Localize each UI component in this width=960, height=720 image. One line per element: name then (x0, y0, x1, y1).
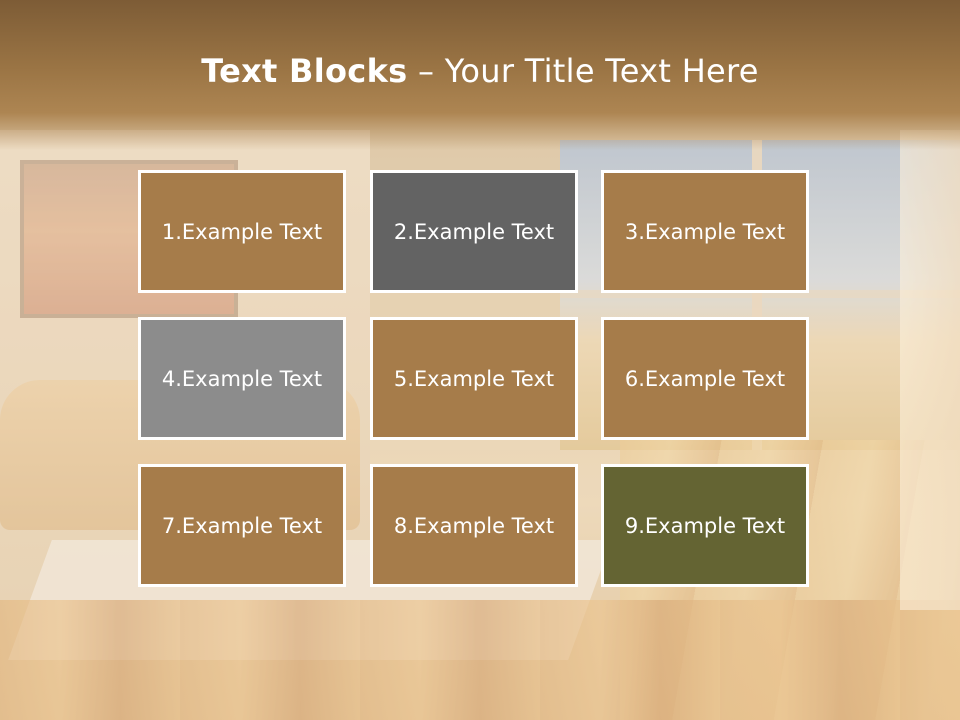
text-block-label: 4.Example Text (161, 366, 323, 391)
background-floor (0, 600, 960, 720)
text-block-4[interactable]: 4.Example Text (138, 317, 346, 440)
text-block-1[interactable]: 1.Example Text (138, 170, 346, 293)
title-separator: – (407, 52, 445, 90)
text-block-label: 6.Example Text (624, 366, 786, 391)
text-block-label: 3.Example Text (624, 219, 786, 244)
text-block-5[interactable]: 5.Example Text (370, 317, 578, 440)
text-block-9[interactable]: 9.Example Text (601, 464, 809, 587)
text-block-7[interactable]: 7.Example Text (138, 464, 346, 587)
title-regular-part: Your Title Text Here (444, 52, 759, 90)
text-block-label: 7.Example Text (161, 513, 323, 538)
text-block-6[interactable]: 6.Example Text (601, 317, 809, 440)
text-block-2[interactable]: 2.Example Text (370, 170, 578, 293)
text-block-label: 2.Example Text (393, 219, 555, 244)
title-bold-part: Text Blocks (201, 52, 408, 90)
text-block-8[interactable]: 8.Example Text (370, 464, 578, 587)
background-curtain (900, 130, 960, 610)
title-band (0, 0, 960, 150)
text-block-label: 5.Example Text (393, 366, 555, 391)
slide-title[interactable]: Text Blocks – Your Title Text Here (0, 52, 960, 90)
text-block-3[interactable]: 3.Example Text (601, 170, 809, 293)
text-block-label: 8.Example Text (393, 513, 555, 538)
text-block-label: 1.Example Text (161, 219, 323, 244)
text-block-label: 9.Example Text (624, 513, 786, 538)
